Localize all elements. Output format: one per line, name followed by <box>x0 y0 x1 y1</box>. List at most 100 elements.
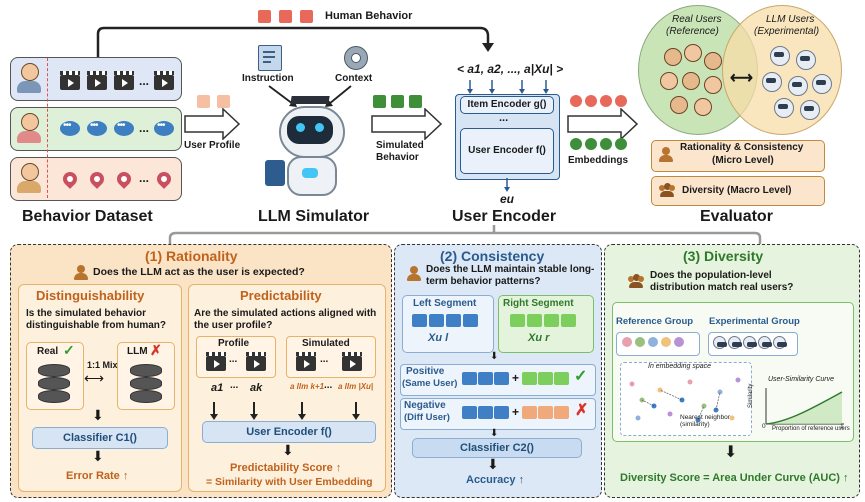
evaluator-title: Evaluator <box>700 208 773 225</box>
llm-user-robot <box>788 76 808 96</box>
llm-user-robot <box>762 72 782 92</box>
embedding-symbol: eu <box>500 192 515 206</box>
action-allm-xu: a llm |Xu| <box>338 382 374 391</box>
positive-label: Positive <box>406 366 445 377</box>
llm-user-robot <box>800 100 820 120</box>
user-icon <box>407 266 421 281</box>
left-segment-symbol: Xu l <box>428 332 449 344</box>
check-icon: ✓ <box>574 368 588 385</box>
human-behavior-chip <box>300 10 313 23</box>
error-rate-label: Error Rate ↑ <box>66 470 129 482</box>
real-user-avatar <box>694 98 712 116</box>
real-user-avatar <box>664 48 682 66</box>
rationality-title: (1) Rationality <box>145 248 238 264</box>
reference-user-avatar <box>674 337 684 347</box>
dots: ... <box>139 171 150 185</box>
rationality-question: Does the LLM act as the user is expected… <box>93 266 305 278</box>
plus-sign: + <box>512 371 520 385</box>
profile-chip <box>217 95 230 108</box>
down-arrow-icon: ⬇ <box>490 428 499 439</box>
segment-block-green <box>522 372 537 385</box>
consistency-question: Does the LLM maintain stable long-term b… <box>426 264 595 287</box>
segment-block-blue <box>412 314 427 327</box>
llm-user-robot <box>770 46 790 66</box>
avatar <box>15 111 43 145</box>
curve-tick-0: 0 <box>762 423 766 430</box>
reference-group-box <box>616 332 700 356</box>
evaluation-bracket <box>168 225 762 244</box>
simulated-chip <box>391 95 404 108</box>
experimental-robot <box>713 336 727 349</box>
segment-block-orange <box>522 406 537 419</box>
segment-block-blue <box>462 372 477 385</box>
llm-user-robot <box>774 98 794 118</box>
dots: ... <box>230 380 239 391</box>
diversity-question: Does the population-level distribution m… <box>650 270 794 293</box>
segment-block-green <box>510 314 525 327</box>
user-encoder-f-block: User Encoder f() <box>202 421 376 443</box>
chat-icon <box>114 120 134 136</box>
split-divider <box>47 58 48 198</box>
context-icon <box>344 46 368 70</box>
profile-chip <box>197 95 210 108</box>
human-behavior-chip <box>279 10 292 23</box>
chat-icon <box>87 120 107 136</box>
embedding-red-row <box>570 95 630 109</box>
predictability-question: Are the simulated actions aligned with t… <box>194 308 377 331</box>
segment-block-orange <box>538 406 553 419</box>
instruction-label: Instruction <box>242 73 294 84</box>
reference-user-avatar <box>622 337 632 347</box>
negative-sublabel: (Diff User) <box>404 412 450 423</box>
rationality-consistency-label: Rationality & Consistency <box>680 142 804 153</box>
down-arrow-icon: ⬇ <box>92 448 104 464</box>
predictability-score-label: Predictability Score ↑ <box>230 462 342 474</box>
encoder-title: User Encoder <box>452 208 557 225</box>
llm-user-robot <box>796 50 816 70</box>
down-arrow-icon: ⬇ <box>490 351 499 362</box>
check-icon: ✓ <box>63 342 75 358</box>
bidirectional-arrow-icon: ⟷ <box>730 70 753 87</box>
llm-user-robot <box>812 74 832 94</box>
nearest-neighbor-label: Nearest neighbor (similarity) <box>680 414 730 428</box>
segment-block-blue <box>463 314 478 327</box>
user-similarity-curve <box>765 388 844 425</box>
action-ak: ak <box>250 382 263 394</box>
user-profile-label: User Profile <box>184 140 241 151</box>
accuracy-label: Accuracy ↑ <box>466 474 525 486</box>
micro-level-label: (Micro Level) <box>712 155 774 166</box>
segment-block-green <box>561 314 576 327</box>
real-user-avatar <box>704 76 722 94</box>
simulated-chip <box>409 95 422 108</box>
distinguishability-question: Is the simulated behavior distinguishabl… <box>26 308 167 331</box>
context-label: Context <box>335 73 373 84</box>
real-user-avatar <box>682 72 700 90</box>
macro-level-box <box>651 176 825 206</box>
diversity-title: (3) Diversity <box>683 248 764 264</box>
embedding-green-row <box>570 138 630 152</box>
video-icon <box>87 71 107 90</box>
cross-icon: ✗ <box>575 402 589 419</box>
segment-block-blue <box>494 372 509 385</box>
user-encoder-block: User Encoder f() <box>460 128 554 174</box>
classifier-c1-block: Classifier C1() <box>32 427 168 449</box>
dots: ... <box>499 112 509 124</box>
chat-icon <box>154 120 174 136</box>
llm-simulator-robot <box>265 96 355 202</box>
group-icon <box>628 274 644 288</box>
embeddings-arrow <box>567 108 639 140</box>
down-arrow-icon: ⬇ <box>487 456 499 472</box>
llm-users-label: LLM Users <box>766 14 815 25</box>
user-icon <box>659 147 673 162</box>
experimental-robot <box>758 336 772 349</box>
action-sequence: < a1, a2, ..., a|Xu| > <box>457 62 564 76</box>
reference-group-label: Reference Group <box>616 316 694 327</box>
segment-block-green <box>538 372 553 385</box>
video-icon <box>206 352 226 371</box>
curve-tick-1: 1 <box>840 423 844 430</box>
item-encoder-block: Item Encoder g() <box>460 96 554 114</box>
real-user-avatar <box>704 52 722 70</box>
embeddings-label: Embeddings <box>568 155 629 166</box>
consistency-title: (2) Consistency <box>440 248 545 264</box>
profile-label: Profile <box>218 338 250 349</box>
down-arrow-icon: ⬇ <box>92 407 104 423</box>
